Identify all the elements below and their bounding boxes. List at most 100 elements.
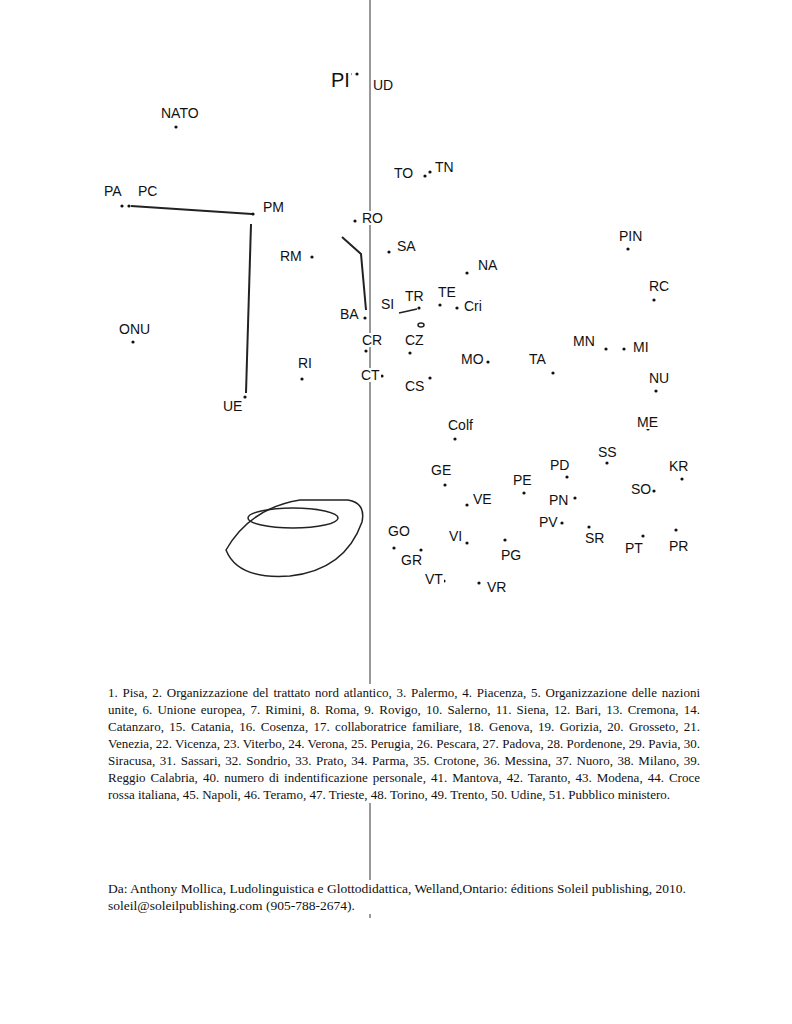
puzzle-dot	[251, 212, 254, 215]
dot-label: CZ	[404, 333, 425, 347]
puzzle-dot	[392, 546, 395, 549]
dot-label: CS	[404, 379, 425, 393]
dot-label: SS	[597, 445, 618, 459]
dot-label: Colf	[447, 418, 474, 432]
dot-label: BA	[339, 307, 360, 321]
puzzle-dot	[408, 351, 411, 354]
dot-label: PD	[549, 458, 570, 472]
puzzle-dot	[465, 541, 468, 544]
dot-label: ONU	[118, 322, 151, 336]
dot-label: KR	[668, 459, 689, 473]
dot-label: PM	[262, 200, 285, 214]
puzzle-dot	[453, 437, 456, 440]
dot-label: VE	[472, 492, 493, 506]
dot-label: RM	[279, 249, 303, 263]
puzzle-dot	[300, 377, 303, 380]
puzzle-dot	[387, 250, 390, 253]
drawn-line	[399, 309, 417, 313]
dot-label: CR	[361, 333, 383, 347]
dot-label: UE	[222, 399, 243, 413]
puzzle-dot	[551, 371, 554, 374]
puzzle-dot	[355, 72, 358, 75]
puzzle-dot	[353, 219, 356, 222]
dot-label: PE	[512, 473, 533, 487]
puzzle-dot	[503, 538, 506, 541]
drawn-line	[246, 224, 251, 393]
puzzle-dot	[680, 477, 683, 480]
dot-label: VI	[448, 529, 463, 543]
dot-label: TR	[404, 289, 425, 303]
dot-label: NU	[648, 371, 670, 385]
puzzle-dot	[455, 306, 458, 309]
dot-label: GO	[387, 524, 411, 538]
dot-label: GE	[430, 463, 452, 477]
puzzle-dot	[652, 489, 655, 492]
dot-label: Cri	[463, 299, 483, 313]
dot-label: MO	[460, 352, 485, 366]
puzzle-dot	[127, 204, 130, 207]
puzzle-dot	[428, 376, 431, 379]
puzzle-dot	[652, 298, 655, 301]
dot-label: SR	[584, 531, 605, 545]
puzzle-dot	[174, 125, 177, 128]
dot-label: PR	[668, 539, 689, 553]
dot-label: TO	[393, 166, 414, 180]
puzzle-dot	[363, 316, 366, 319]
puzzle-dot	[605, 461, 608, 464]
dot-label: TE	[437, 285, 457, 299]
puzzle-dot	[243, 395, 246, 398]
puzzle-dot	[120, 204, 123, 207]
dot-label: PG	[500, 548, 522, 562]
dot-label: NA	[477, 258, 498, 272]
dot-label: CT	[360, 368, 381, 382]
puzzle-dot	[641, 534, 644, 537]
puzzle-dot	[465, 503, 468, 506]
dot-label: PV	[538, 515, 559, 529]
dot-label: TA	[528, 352, 547, 366]
dot-label: NATO	[160, 106, 200, 120]
puzzle-dot	[587, 525, 590, 528]
puzzle-dot	[486, 360, 489, 363]
puzzle-dot	[604, 347, 607, 350]
puzzle-dot	[477, 581, 480, 584]
dot-label: PIN	[618, 229, 643, 243]
dot-label: MN	[572, 334, 596, 348]
puzzle-dot	[364, 349, 367, 352]
dot-label: MI	[632, 340, 650, 354]
puzzle-dot	[428, 170, 431, 173]
dot-label: UD	[372, 78, 394, 92]
hat-brim	[248, 508, 338, 528]
puzzle-dot	[674, 528, 677, 531]
puzzle-dot	[438, 303, 441, 306]
dot-label: PI	[330, 70, 351, 90]
dot-label: SO	[630, 482, 652, 496]
dot-label: VT	[424, 572, 444, 586]
puzzle-dot	[560, 521, 563, 524]
puzzle-dot	[443, 483, 446, 486]
drawn-line	[131, 206, 252, 214]
puzzle-dot	[626, 247, 629, 250]
dot-label: PC	[137, 184, 158, 198]
dot-label: VR	[486, 580, 507, 594]
dot-label: RI	[297, 356, 313, 370]
puzzle-dot	[573, 496, 576, 499]
dot-label: PN	[548, 493, 569, 507]
drawn-ring	[418, 323, 424, 327]
dot-label: PA	[103, 184, 123, 198]
dot-label: TN	[434, 160, 455, 174]
dot-group	[120, 72, 683, 584]
dot-label: ME	[636, 415, 659, 429]
dot-label: RC	[648, 279, 670, 293]
dot-label: PT	[624, 541, 644, 555]
puzzle-dot	[465, 271, 468, 274]
puzzle-dot	[522, 491, 525, 494]
puzzle-dot	[380, 374, 383, 377]
puzzle-dot	[654, 389, 657, 392]
puzzle-dot	[419, 548, 422, 551]
puzzle-dot	[417, 306, 420, 309]
dot-label: SI	[380, 297, 395, 311]
puzzle-dot	[423, 174, 426, 177]
hat-outline	[226, 500, 363, 576]
